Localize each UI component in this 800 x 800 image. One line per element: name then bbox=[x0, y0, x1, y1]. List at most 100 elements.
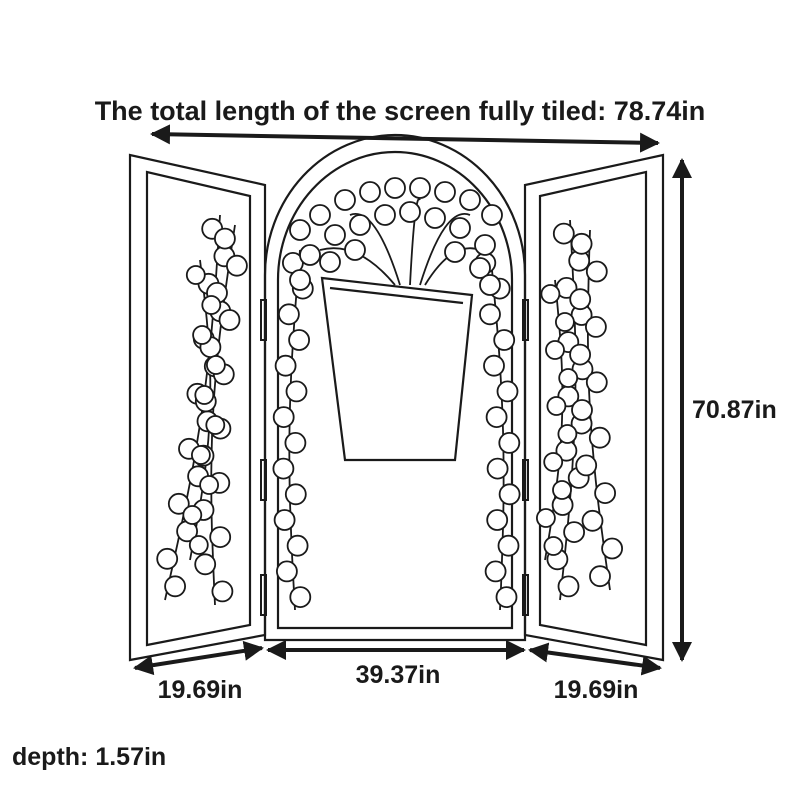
leaf bbox=[459, 189, 481, 211]
folding-screen bbox=[128, 133, 665, 662]
leaf bbox=[545, 340, 565, 360]
leaf bbox=[493, 329, 516, 351]
leaf bbox=[589, 565, 611, 588]
leaf bbox=[485, 406, 508, 429]
pot-rim bbox=[329, 286, 464, 305]
leaf bbox=[156, 547, 179, 570]
vine-stem bbox=[349, 213, 401, 286]
leaf bbox=[384, 177, 406, 199]
leaf bbox=[444, 241, 466, 263]
leaf bbox=[359, 181, 381, 203]
leaf bbox=[484, 560, 507, 583]
leaf bbox=[540, 284, 561, 304]
leaf bbox=[272, 457, 295, 480]
pot bbox=[320, 276, 474, 462]
leaf bbox=[555, 312, 575, 332]
title-text: The total length of the screen fully til… bbox=[95, 96, 706, 126]
leaf bbox=[275, 560, 298, 583]
left-width-label: 19.69in bbox=[158, 676, 243, 704]
leaf bbox=[199, 475, 220, 495]
leaf bbox=[309, 204, 331, 226]
leaf bbox=[194, 553, 217, 576]
leaf bbox=[585, 371, 608, 394]
leaf bbox=[588, 426, 611, 449]
leaf bbox=[164, 575, 187, 598]
leaf bbox=[194, 385, 215, 405]
leaf bbox=[424, 207, 446, 229]
leaf bbox=[585, 260, 608, 283]
leaf bbox=[434, 181, 456, 203]
leaf bbox=[205, 415, 226, 435]
leaf bbox=[552, 480, 572, 500]
leaf bbox=[344, 239, 366, 261]
leaf bbox=[543, 536, 564, 556]
leaf bbox=[497, 534, 520, 557]
total-length-arrow bbox=[150, 124, 660, 153]
right-width-label: 19.69in bbox=[554, 676, 639, 704]
leaf bbox=[277, 303, 300, 326]
center-width-label: 39.37in bbox=[356, 661, 441, 689]
leaf bbox=[449, 217, 471, 239]
hinges bbox=[260, 299, 529, 616]
right-width-arrow bbox=[528, 642, 662, 676]
leaf bbox=[218, 309, 241, 331]
leaf bbox=[285, 380, 308, 403]
leaf bbox=[469, 257, 491, 279]
leaf bbox=[571, 399, 593, 421]
leaf bbox=[575, 454, 598, 477]
leaf bbox=[225, 254, 248, 277]
leaf bbox=[211, 580, 234, 603]
center-panel bbox=[263, 133, 527, 642]
leaf bbox=[483, 354, 505, 377]
leaf bbox=[581, 509, 604, 532]
leaf bbox=[299, 244, 321, 266]
leaf bbox=[479, 303, 501, 326]
leaf bbox=[486, 457, 509, 480]
leaf bbox=[558, 368, 579, 388]
depth-label: depth: 1.57in bbox=[12, 743, 166, 771]
leaf bbox=[289, 586, 312, 608]
leaf bbox=[272, 406, 295, 429]
leaf bbox=[543, 452, 564, 472]
leaf bbox=[284, 431, 307, 454]
leaf bbox=[286, 534, 309, 557]
leaf bbox=[399, 201, 421, 223]
leaf bbox=[273, 509, 296, 531]
leaf bbox=[188, 535, 209, 555]
leaf bbox=[349, 214, 371, 236]
leaf bbox=[182, 505, 203, 525]
leaf bbox=[594, 482, 616, 505]
leaf bbox=[479, 274, 501, 296]
leaf bbox=[563, 521, 585, 543]
leaf bbox=[552, 222, 575, 245]
leaf bbox=[496, 380, 519, 403]
leaf bbox=[486, 509, 509, 531]
leaf bbox=[570, 232, 593, 255]
leaf bbox=[498, 431, 521, 454]
leaf bbox=[474, 234, 496, 256]
leaf bbox=[205, 355, 226, 375]
leaf bbox=[209, 526, 232, 548]
leaf bbox=[601, 537, 623, 560]
leaf bbox=[284, 483, 307, 506]
leaf bbox=[498, 483, 521, 506]
leaf bbox=[585, 315, 607, 338]
leaf bbox=[288, 329, 311, 351]
leaf bbox=[557, 575, 580, 598]
leaf bbox=[409, 177, 431, 199]
leaf bbox=[557, 424, 578, 444]
leaf bbox=[374, 204, 396, 226]
leaves bbox=[156, 177, 623, 608]
leaf bbox=[495, 586, 518, 608]
leaf bbox=[192, 325, 213, 345]
leaf bbox=[536, 508, 556, 528]
leaf bbox=[546, 396, 567, 416]
leaf bbox=[289, 219, 311, 241]
leaf bbox=[190, 445, 211, 465]
leaf bbox=[274, 354, 297, 377]
height-label: 70.87in bbox=[692, 396, 777, 424]
leaf bbox=[569, 343, 591, 366]
leaf bbox=[213, 227, 236, 250]
vine-stem bbox=[419, 213, 471, 286]
